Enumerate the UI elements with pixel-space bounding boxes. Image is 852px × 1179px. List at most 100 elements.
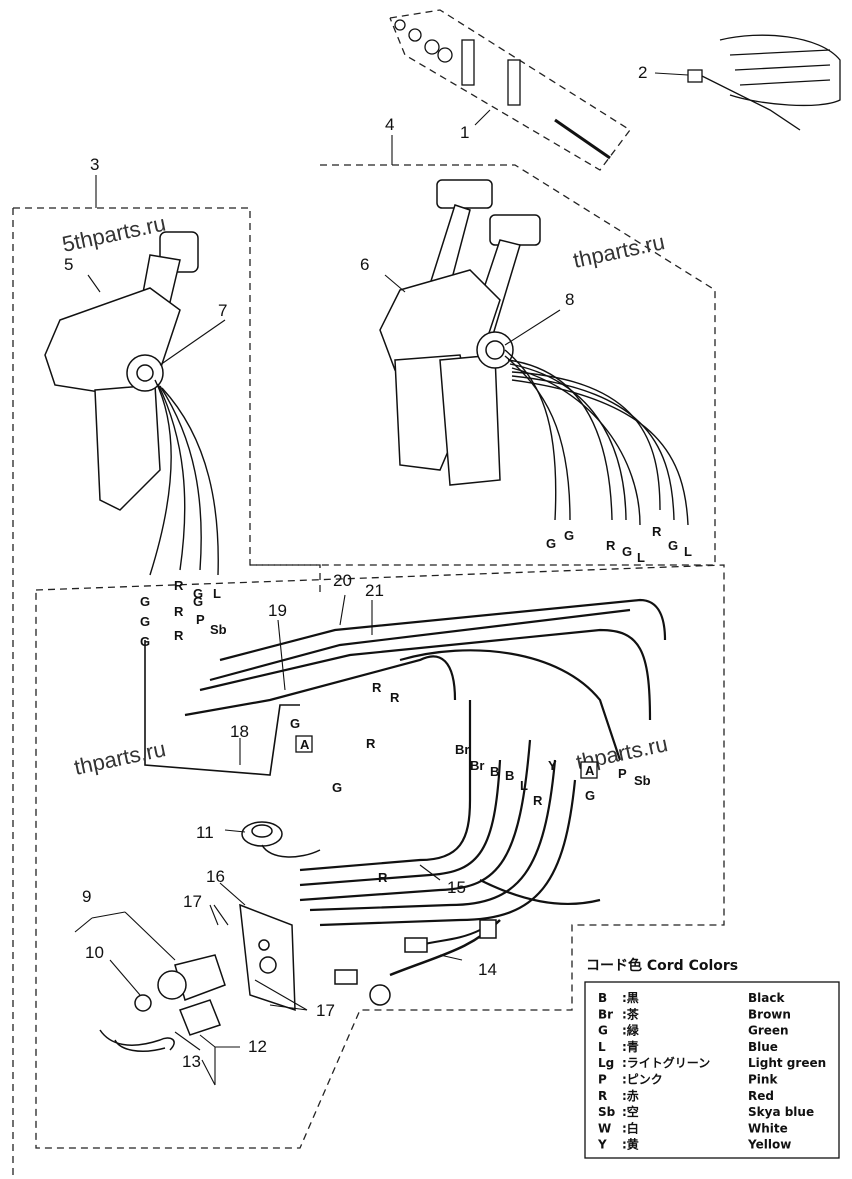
legend-code: Sb: [598, 1105, 616, 1119]
single-control-box: [44, 231, 199, 511]
wire-label: Br: [470, 758, 484, 773]
legend-jp: :黄: [622, 1137, 639, 1152]
callout-4: 4: [385, 115, 394, 134]
mid-wire-labels: G R R R G Br Br B B L Y R G P Sb R: [290, 680, 651, 885]
callout-18: 18: [230, 722, 249, 741]
wire-label: G: [668, 538, 678, 553]
wire-label: R: [174, 604, 184, 619]
legend-code: Br: [598, 1007, 613, 1021]
legend-jp: :空: [622, 1104, 639, 1119]
watermark-top-right: thparts.ru: [571, 229, 667, 273]
switch-panel: [99, 903, 296, 1052]
legend-en: Pink: [748, 1073, 778, 1087]
right-wire-labels: G G R G L R G L: [546, 524, 692, 565]
wire-label: G: [140, 614, 150, 629]
callout-15: 15: [447, 878, 466, 897]
wire-label: L: [637, 550, 645, 565]
callout-3: 3: [90, 155, 99, 174]
wire-label: Sb: [210, 622, 227, 637]
callout-14: 14: [478, 960, 497, 979]
dual-control-box: [379, 179, 541, 486]
wire-label: G: [585, 788, 595, 803]
wire-label: G: [332, 780, 342, 795]
wire-label: P: [618, 766, 627, 781]
callout-2: 2: [638, 63, 647, 82]
callout-11: 11: [196, 823, 214, 842]
cap-11: [241, 821, 321, 858]
wire-label: G: [140, 634, 150, 649]
watermark-mid-left: thparts.ru: [72, 736, 168, 780]
wire-label: Sb: [634, 773, 651, 788]
wire-label: G: [546, 536, 556, 551]
wire-label: L: [684, 544, 692, 559]
group-boundaries: [12, 9, 725, 1179]
right-harness-wires: [504, 349, 689, 526]
legend-en: Brown: [748, 1007, 791, 1021]
wire-label: B: [505, 768, 514, 783]
wire-label: G: [193, 586, 203, 601]
callout-19: 19: [268, 601, 287, 620]
legend-jp: :ピンク: [622, 1073, 663, 1087]
wire-label: G: [290, 716, 300, 731]
legend-jp: :青: [622, 1039, 639, 1054]
legend-en: Black: [748, 991, 785, 1005]
callout-1: 1: [460, 123, 469, 142]
callout-5: 5: [64, 255, 73, 274]
legend-en: Yellow: [747, 1138, 791, 1152]
callout-10: 10: [85, 943, 104, 962]
legend-title: コード色 Cord Colors: [586, 957, 738, 974]
wire-label: Br: [455, 742, 469, 757]
legend-code: L: [598, 1040, 606, 1054]
main-harness: [184, 598, 667, 927]
legend-jp: :赤: [622, 1088, 639, 1103]
legend-en: Red: [748, 1089, 774, 1103]
callout-17b: 17: [316, 1001, 335, 1020]
marker-a-left: A: [300, 737, 310, 752]
wire-label: G: [140, 594, 150, 609]
legend-en: Blue: [748, 1040, 778, 1054]
wire-label: G: [622, 544, 632, 559]
wire-label: R: [372, 680, 382, 695]
legend-code: Lg: [598, 1056, 614, 1070]
legend-code: B: [598, 991, 607, 1005]
wire-label: Y: [548, 758, 557, 773]
wire-label: G: [193, 594, 203, 609]
callout-12: 12: [248, 1037, 267, 1056]
legend-jp: :白: [622, 1120, 639, 1135]
legend-code: G: [598, 1024, 608, 1038]
legend-en: Light green: [748, 1056, 826, 1070]
wire-label: G: [564, 528, 574, 543]
left-harness-wires: [149, 379, 219, 576]
engine-sketch: [687, 34, 841, 131]
callout-13: 13: [182, 1052, 201, 1071]
wire-label: L: [520, 778, 528, 793]
legend-en: Skya blue: [748, 1105, 814, 1119]
callout-numbers: 1 2 3 4 5 6 7 8 9 10 11 12 13 14 15 16 1…: [64, 63, 647, 1071]
callout-9: 9: [82, 887, 91, 906]
wire-18: [144, 640, 300, 776]
wire-label: R: [533, 793, 543, 808]
callout-16: 16: [206, 867, 225, 886]
legend-code: P: [598, 1073, 607, 1087]
legend-jp: :黒: [622, 991, 639, 1005]
callout-20: 20: [333, 571, 352, 590]
callout-6: 6: [360, 255, 369, 274]
wire-label: R: [606, 538, 616, 553]
legend-en: Green: [748, 1024, 789, 1038]
legend-jp: :茶: [622, 1006, 640, 1021]
harness-14: [334, 919, 501, 1006]
left-wire-labels: G R G L G R G P Sb G R: [140, 578, 227, 649]
wire-label: B: [490, 764, 499, 779]
callout-8: 8: [565, 290, 574, 309]
legend-jp: :ライトグリーン: [622, 1055, 710, 1070]
mounting-hardware: [394, 19, 611, 160]
marker-a-right: A: [585, 763, 595, 778]
wire-label: L: [213, 586, 221, 601]
legend-code: W: [598, 1121, 611, 1135]
wire-label: R: [174, 578, 184, 593]
wire-label: R: [652, 524, 662, 539]
wire-label: R: [390, 690, 400, 705]
